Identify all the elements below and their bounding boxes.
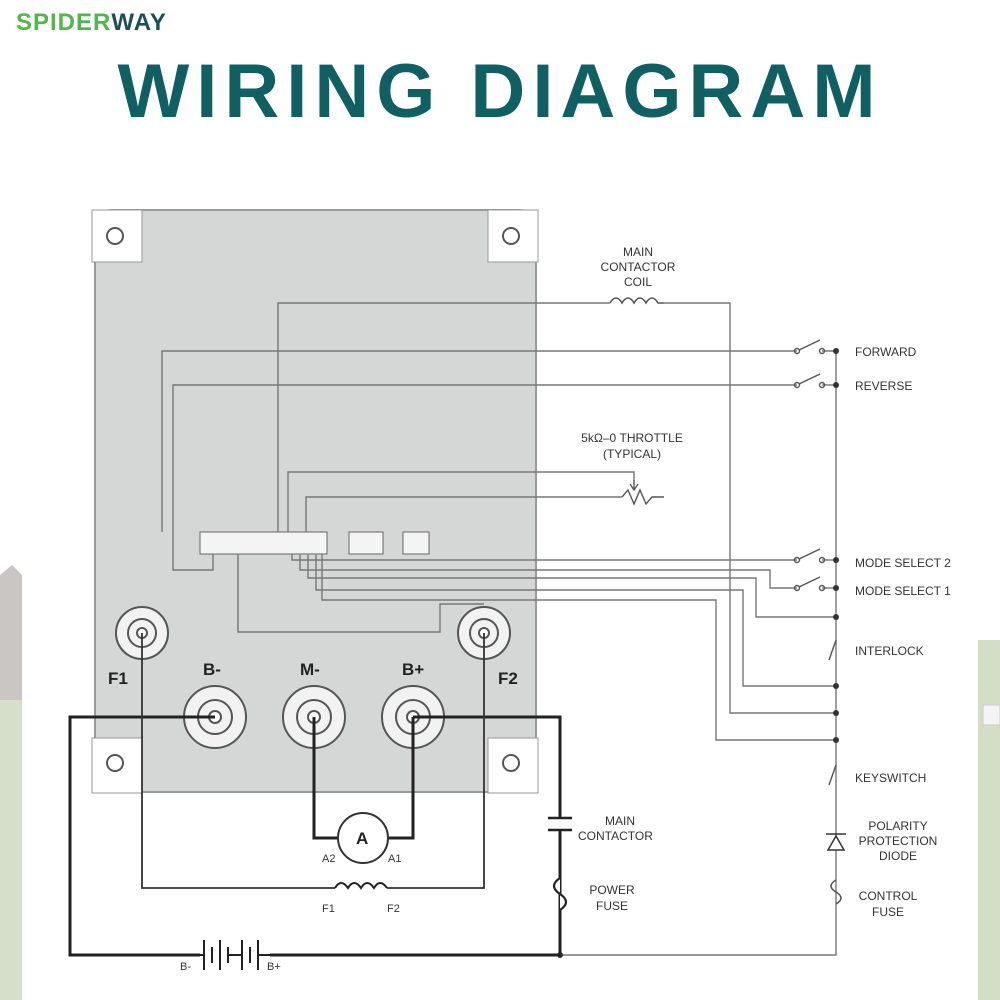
switch-reverse xyxy=(793,373,826,389)
label-interlock: INTERLOCK xyxy=(855,644,924,658)
label-mode-select-1: MODE SELECT 1 xyxy=(855,584,951,598)
brand-logo-part1: SPIDER xyxy=(16,9,112,36)
terminal-f1-label: F1 xyxy=(108,669,128,688)
terminal-b-minus-label: B- xyxy=(203,660,221,679)
label-power-fuse: POWER FUSE xyxy=(589,883,635,913)
label-keyswitch: KEYSWITCH xyxy=(855,771,926,785)
main-contactor-symbol xyxy=(548,816,572,832)
main-contactor-coil xyxy=(609,297,664,305)
switch-interlock xyxy=(828,639,837,661)
brand-logo-part2: WAY xyxy=(111,9,167,36)
battery-symbol xyxy=(200,940,270,970)
label-mode-select-2: MODE SELECT 2 xyxy=(855,556,951,570)
switch-keyswitch xyxy=(828,764,837,786)
label-polarity-diode-3: DIODE xyxy=(879,849,917,863)
armature-label: A xyxy=(356,829,368,848)
label-polarity-diode: POLARITY PROTECTION DIODE xyxy=(859,819,938,863)
terminal-f2-label: F2 xyxy=(498,669,518,688)
label-throttle: 5kΩ–0 THROTTLE (TYPICAL) xyxy=(581,431,683,461)
label-main-contactor-1: MAIN xyxy=(605,814,635,828)
control-wiring xyxy=(161,302,837,956)
switch-forward xyxy=(793,339,826,355)
label-battery-minus: B- xyxy=(180,961,191,973)
label-a2: A2 xyxy=(322,853,335,865)
page-title: WIRING DIAGRAM xyxy=(117,49,883,134)
label-polarity-diode-1: POLARITY xyxy=(868,819,927,833)
terminal-m-minus-label: M- xyxy=(300,660,320,679)
label-throttle-2: (TYPICAL) xyxy=(603,447,661,461)
label-control-fuse: CONTROL FUSE xyxy=(859,889,918,919)
label-main-contactor: MAIN CONTACTOR xyxy=(578,814,653,843)
motor-controller xyxy=(91,209,539,794)
label-main-contactor-coil-3: COIL xyxy=(624,275,652,289)
label-forward: FORWARD xyxy=(855,345,917,359)
label-main-contactor-2: CONTACTOR xyxy=(578,829,653,843)
label-reverse: REVERSE xyxy=(855,379,912,393)
label-a1: A1 xyxy=(388,853,401,865)
field-wiring xyxy=(141,633,485,889)
control-fuse-symbol xyxy=(830,879,842,905)
switch-mode-select-2 xyxy=(793,548,826,564)
label-control-fuse-2: FUSE xyxy=(872,905,904,919)
label-main-contactor-coil-2: CONTACTOR xyxy=(601,260,676,274)
label-field-f1: F1 xyxy=(322,903,335,915)
terminal-b-plus-label: B+ xyxy=(402,660,424,679)
label-field-f2: F2 xyxy=(387,903,400,915)
series-field-coil xyxy=(334,882,388,890)
label-control-fuse-1: CONTROL xyxy=(859,889,918,903)
label-polarity-diode-2: PROTECTION xyxy=(859,834,938,848)
label-power-fuse-1: POWER xyxy=(589,883,635,897)
throttle-potentiometer xyxy=(621,480,664,506)
polarity-protection-diode xyxy=(826,833,846,851)
switch-mode-select-1 xyxy=(793,576,826,592)
power-fuse-symbol xyxy=(552,877,568,911)
label-power-fuse-2: FUSE xyxy=(596,899,628,913)
label-battery-plus: B+ xyxy=(267,961,281,973)
armature-motor: A xyxy=(337,812,389,864)
label-main-contactor-coil-1: MAIN xyxy=(623,245,653,259)
label-throttle-1: 5kΩ–0 THROTTLE xyxy=(581,431,683,445)
label-main-contactor-coil: MAIN CONTACTOR COIL xyxy=(601,245,676,289)
